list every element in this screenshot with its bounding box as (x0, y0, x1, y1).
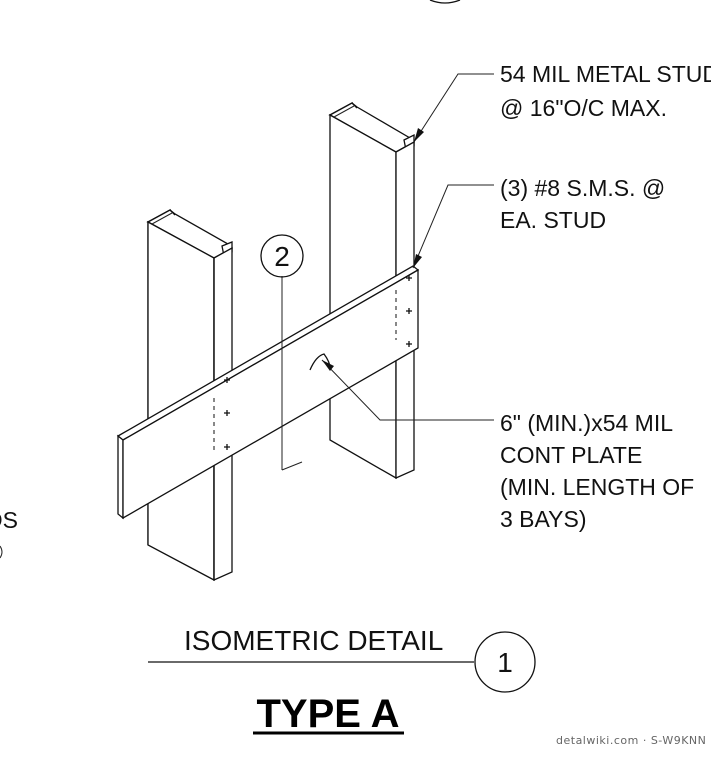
section-cut-line (281, 276, 303, 471)
left-metal-stud (146, 208, 234, 582)
continuous-plate (116, 265, 420, 520)
watermark: detalwiki.com · S-W9KNN (556, 734, 706, 747)
screw-note-line-1: (3) #8 S.M.S. @ (500, 175, 665, 201)
cutoff-bubble-fragment (429, 0, 461, 4)
detail-title: ISOMETRIC DETAIL (184, 625, 443, 656)
leader-stud (413, 73, 494, 143)
leader-plate (321, 359, 494, 421)
screw-note-line-2: EA. STUD (500, 207, 606, 233)
left-fragment-mark (0, 545, 3, 559)
stud-note-line-1: 54 MIL METAL STUD (500, 61, 711, 87)
type-label: TYPE A (257, 692, 400, 736)
section-bubble-number: 2 (274, 241, 290, 272)
stud-note-line-2: @ 16"O/C MAX. (500, 95, 667, 121)
plate-note-line-4: 3 BAYS) (500, 506, 587, 532)
detail-number-bubble: 1 (474, 631, 536, 693)
screws-right-stud (406, 275, 412, 347)
plate-note-line-1: 6" (MIN.)x54 MIL (500, 410, 673, 436)
plate-note-line-2: CONT PLATE (500, 442, 642, 468)
screws-left-stud (224, 377, 230, 450)
left-note-fragment: DS (0, 507, 18, 533)
detail-number: 1 (497, 647, 513, 678)
leader-screws (412, 184, 494, 269)
plate-note-line-3: (MIN. LENGTH OF (500, 474, 694, 500)
section-bubble: 2 (260, 234, 304, 278)
